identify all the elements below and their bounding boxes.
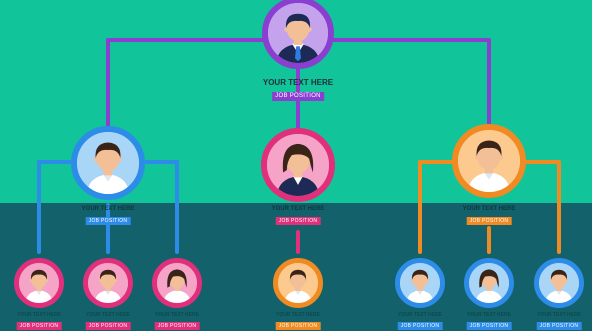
- job-position-badge: JOB POSITION: [85, 217, 131, 225]
- woman-icon: [464, 258, 514, 308]
- job-position-badge: JOB POSITION: [272, 92, 324, 101]
- job-position-badge: JOB POSITION: [275, 322, 321, 330]
- node-name: YOUR TEXT HERE: [155, 312, 199, 318]
- man-casual-icon: [71, 126, 145, 200]
- man-casual-icon: [452, 124, 526, 198]
- man-icon: [83, 258, 133, 308]
- man-icon: [534, 258, 584, 308]
- node-name: YOUR TEXT HERE: [17, 312, 61, 318]
- node-name: YOUR TEXT HERE: [262, 78, 334, 87]
- node-name: YOUR TEXT HERE: [398, 312, 442, 318]
- job-position-badge: JOB POSITION: [536, 322, 582, 330]
- man-icon: [273, 258, 323, 308]
- woman-icon: [152, 258, 202, 308]
- node-name: YOUR TEXT HERE: [537, 312, 581, 318]
- node-name: YOUR TEXT HERE: [276, 312, 320, 318]
- node-name: YOUR TEXT HERE: [81, 206, 135, 212]
- job-position-badge: JOB POSITION: [466, 322, 512, 330]
- job-position-badge: JOB POSITION: [85, 322, 131, 330]
- man-icon: [14, 258, 64, 308]
- connector-right-to-staff-1: [418, 160, 457, 254]
- job-position-badge: JOB POSITION: [466, 217, 512, 225]
- node-name: YOUR TEXT HERE: [467, 312, 511, 318]
- connector-right-to-staff-3: [522, 160, 561, 254]
- connector-left-to-staff-3: [140, 160, 179, 254]
- man-icon: [395, 258, 445, 308]
- job-position-badge: JOB POSITION: [154, 322, 200, 330]
- node-name: YOUR TEXT HERE: [271, 206, 325, 212]
- job-position-badge: JOB POSITION: [275, 217, 321, 225]
- businessman-icon: [262, 0, 334, 69]
- node-name: YOUR TEXT HERE: [462, 206, 516, 212]
- connector-left-to-staff-1: [37, 160, 76, 254]
- businesswoman-icon: [261, 128, 335, 202]
- job-position-badge: JOB POSITION: [397, 322, 443, 330]
- job-position-badge: JOB POSITION: [16, 322, 62, 330]
- node-name: YOUR TEXT HERE: [86, 312, 130, 318]
